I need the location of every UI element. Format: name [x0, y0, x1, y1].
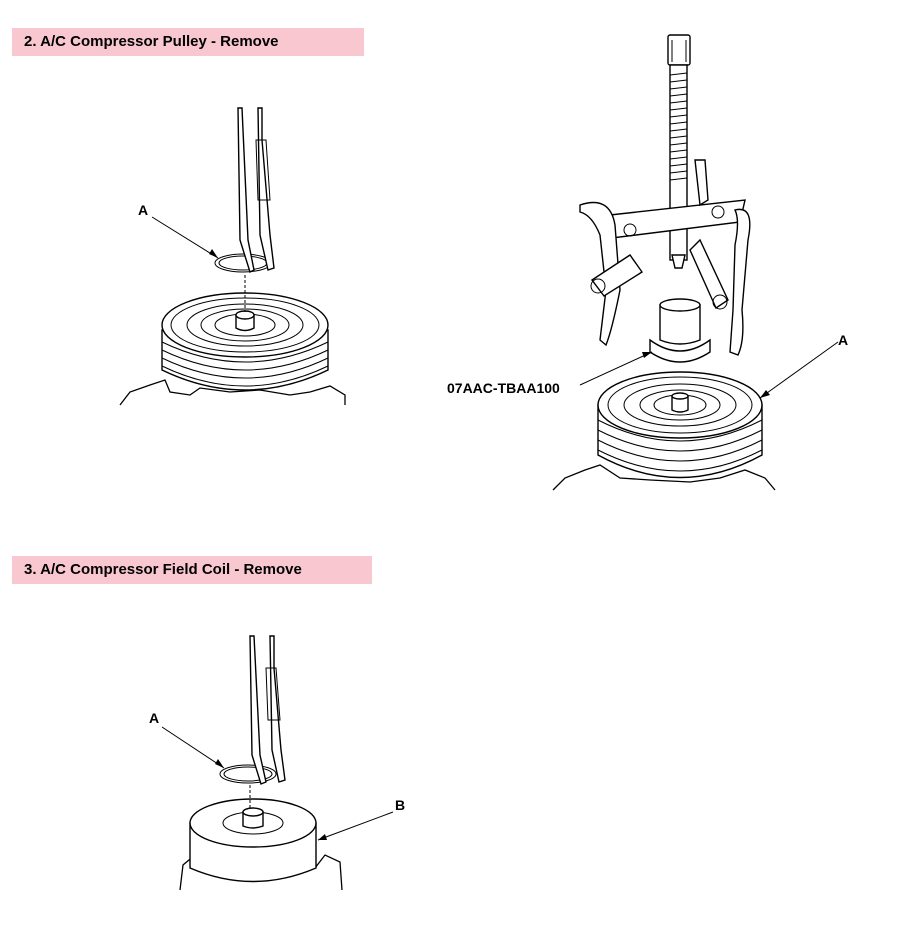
callout-a-label-coil: A [149, 710, 159, 726]
tool-number-label: 07AAC-TBAA100 [447, 380, 560, 396]
figure-field-coil-snap-ring: A B [149, 635, 405, 891]
callout-a-label-right: A [838, 332, 848, 348]
figure-pulley-puller: A 07AAC-TBAA100 [447, 34, 848, 491]
figure-pulley-snap-ring: A [119, 107, 346, 406]
callout-a-label: A [138, 202, 148, 218]
callout-b-label: B [395, 797, 405, 813]
step-3-header: 3. A/C Compressor Field Coil - Remove [12, 556, 372, 584]
step-2-header: 2. A/C Compressor Pulley - Remove [12, 28, 364, 56]
